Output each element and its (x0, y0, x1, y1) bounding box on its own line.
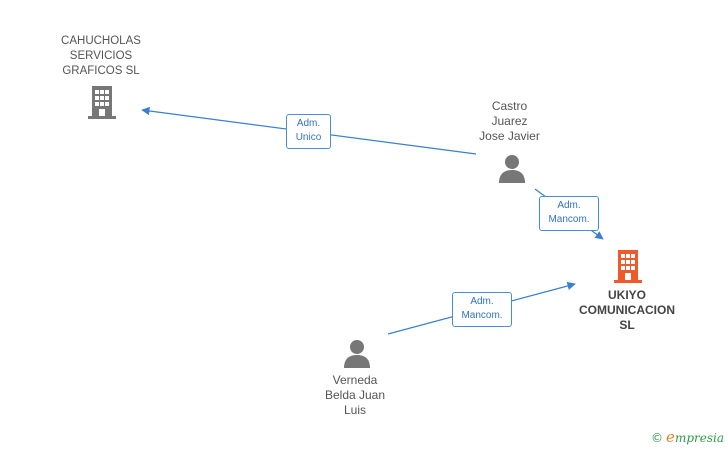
person-icon[interactable] (342, 338, 372, 368)
person-icon[interactable] (497, 153, 527, 183)
node-label-castro[interactable]: Castro Juarez Jose Javier (479, 99, 540, 143)
role-badge-adm-mancom-castro[interactable]: Adm. Mancom. (539, 196, 599, 231)
building-icon[interactable] (612, 248, 644, 284)
brand-initial: e (666, 428, 675, 446)
role-badge-adm-mancom-verneda[interactable]: Adm. Mancom. (452, 292, 512, 327)
node-label-ukiyo[interactable]: UKIYO COMUNICACION SL (579, 288, 675, 332)
role-badge-adm-unico[interactable]: Adm. Unico (286, 114, 331, 149)
brand-name: mpresia (674, 431, 724, 445)
brand-watermark: ©empresia (651, 428, 724, 446)
building-icon[interactable] (86, 84, 118, 120)
copyright-symbol: © (651, 431, 664, 445)
node-label-cahucholas[interactable]: CAHUCHOLAS SERVICIOS GRAFICOS SL (61, 35, 141, 77)
node-label-verneda[interactable]: Verneda Belda Juan Luis (324, 373, 386, 417)
